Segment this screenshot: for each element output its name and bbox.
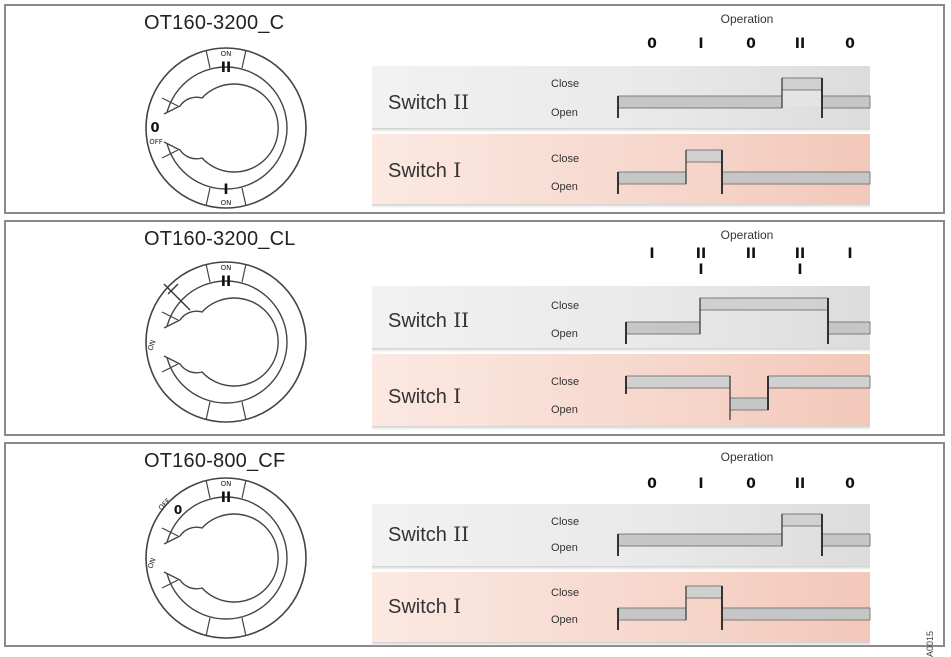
timing-bar (625, 375, 731, 389)
switch-ii-open-label: Open (551, 328, 578, 340)
timing-bar (821, 95, 871, 109)
dial-top-sub: ON (221, 480, 232, 488)
switch-i-label: Switch I (388, 158, 462, 182)
dial-left-sub: OFF (149, 138, 163, 146)
timing-bar (721, 171, 871, 185)
dial-left-sub: ON (147, 339, 158, 352)
timing-bar (781, 77, 823, 91)
dial-bottom-number: I (223, 182, 228, 198)
switch-ii-open-label: Open (551, 542, 578, 554)
timing-bar (617, 533, 783, 547)
operation-step: 0 (746, 36, 756, 52)
panel-ot160-3200-cl: OT160-3200_CL Operation I II II II I I I… (4, 220, 945, 436)
operation-sub-step: I (698, 262, 704, 278)
rotary-dial-diagram: ON II 0 OFF ON (145, 477, 307, 639)
operation-step: II (745, 246, 757, 262)
switch-i-close-label: Close (551, 587, 580, 599)
switch-ii-close-label: Close (551, 300, 580, 312)
switch-ii-band (372, 286, 870, 352)
switch-i-band (372, 354, 870, 430)
switch-i-timing (617, 585, 871, 630)
timing-bar (767, 375, 871, 389)
switch-i-open-label: Open (551, 181, 578, 193)
switch-ii-timing (617, 77, 871, 118)
timing-bar (781, 513, 823, 527)
dial-top-number: II (221, 60, 231, 76)
figure-code: A0015 (925, 631, 935, 657)
rotary-dial-diagram: ON II 0 OFF I ON (145, 47, 307, 209)
switch-i-band (372, 572, 870, 646)
switch-i-timing (625, 375, 871, 420)
operation-step: I (698, 36, 704, 52)
switch-i-label: Switch I (388, 384, 462, 408)
switch-ii-label: Switch II (388, 522, 470, 546)
timing-bar (685, 149, 723, 163)
dial-left-number: 0 (150, 121, 159, 136)
dial-top-sub: ON (221, 50, 232, 58)
operation-step: I (649, 246, 655, 262)
dial-bottom-sub: ON (147, 557, 158, 570)
timing-bar (685, 585, 723, 599)
operation-step: II (794, 246, 806, 262)
switch-i-timing (617, 149, 871, 194)
switch-i-close-label: Close (551, 153, 580, 165)
timing-bar (821, 533, 871, 547)
timing-bar (699, 297, 829, 311)
timing-bar (625, 321, 701, 335)
switch-ii-close-label: Close (551, 516, 580, 528)
operation-label: Operation (720, 228, 774, 242)
switch-ii-close-label: Close (551, 78, 580, 90)
switch-i-close-label: Close (551, 376, 580, 388)
lock-icon (163, 283, 191, 311)
dial-top-number: II (221, 274, 231, 290)
panel-title: OT160-3200_C (144, 12, 285, 34)
panel-ot160-800-cf: OT160-800_CF Operation 0 I 0 II 0 ON II … (4, 442, 945, 657)
switch-ii-label: Switch II (388, 308, 470, 332)
operation-label: Operation (720, 12, 774, 26)
timing-bar (721, 607, 871, 621)
dial-top-number: II (221, 490, 231, 506)
operation-step: II (794, 36, 806, 52)
operation-step: 0 (845, 476, 855, 492)
operation-step: 0 (647, 476, 657, 492)
operation-step: 0 (647, 36, 657, 52)
panel-ot160-3200-c: OT160-3200_C Operation 0 I 0 II 0 ON II … (4, 4, 945, 214)
timing-bar (617, 171, 687, 185)
timing-bar (617, 95, 783, 109)
timing-bar (729, 397, 769, 411)
panel-title: OT160-3200_CL (144, 228, 296, 250)
operation-step: II (794, 476, 806, 492)
dial-left-number: 0 (174, 503, 182, 517)
panel-title: OT160-800_CF (144, 450, 286, 472)
operation-step: 0 (746, 476, 756, 492)
switch-ii-open-label: Open (551, 107, 578, 119)
timing-bar (827, 321, 871, 335)
switch-i-open-label: Open (551, 404, 578, 416)
switch-i-open-label: Open (551, 614, 578, 626)
operation-sub-step: I (797, 262, 803, 278)
operation-label: Operation (720, 450, 774, 464)
dial-bottom-sub: ON (221, 199, 232, 207)
dial-top-sub: ON (221, 264, 232, 272)
timing-bar (617, 607, 687, 621)
rotary-dial-diagram: ON II ON (145, 261, 307, 423)
switch-i-band (372, 134, 870, 208)
switch-ii-timing (625, 297, 871, 344)
switch-i-label: Switch I (388, 594, 462, 618)
operation-step: 0 (845, 36, 855, 52)
operation-step: II (695, 246, 707, 262)
operation-step: I (847, 246, 853, 262)
switch-ii-timing (617, 513, 871, 556)
switch-ii-label: Switch II (388, 90, 470, 114)
operation-step: I (698, 476, 704, 492)
